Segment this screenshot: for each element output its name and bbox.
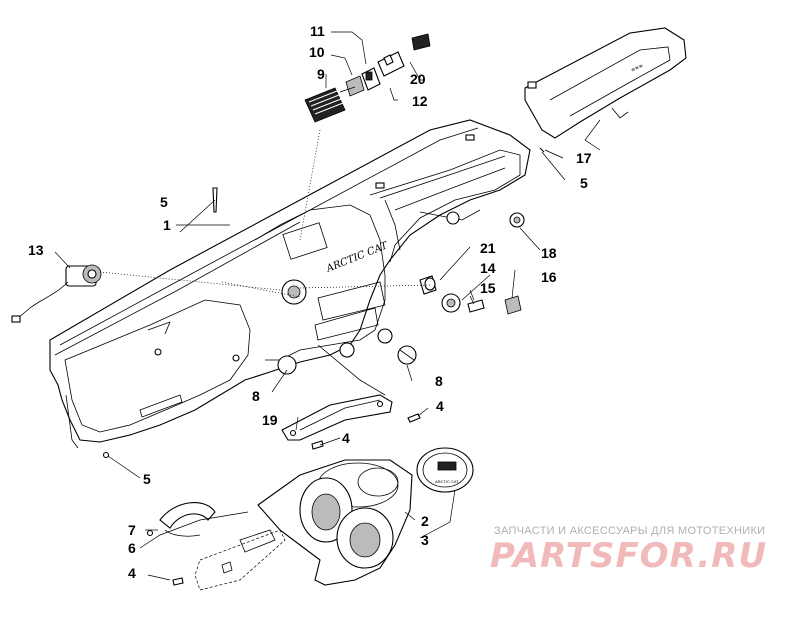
bracket [281, 344, 393, 441]
callout-13: 13 [28, 242, 44, 258]
gauge-pod [257, 459, 413, 586]
top-insert-panel: ≋≋≋ [524, 27, 687, 139]
callout-16: 16 [541, 269, 557, 285]
leader-lines [54, 31, 601, 581]
callout-18: 18 [541, 245, 557, 261]
callout-21: 21 [480, 240, 496, 256]
switch-parts-top [304, 33, 431, 123]
callout-5: 5 [160, 194, 168, 210]
ignition-switch [11, 264, 102, 323]
watermark-logo: PARTSFOR.RU [490, 536, 768, 576]
callout-10: 10 [309, 44, 325, 60]
callout-3: 3 [421, 532, 429, 548]
callout-20: 20 [410, 71, 426, 87]
callout-4: 4 [436, 398, 444, 414]
callout-4-c: 4 [128, 565, 136, 581]
callout-7: 7 [128, 522, 136, 538]
callout-14: 14 [480, 260, 496, 276]
callout-9: 9 [317, 66, 325, 82]
insert-logo-marks: ≋≋≋ [630, 63, 644, 74]
callout-11: 11 [310, 23, 325, 39]
watermark-tagline: ЗАПЧАСТИ И АКСЕССУАРЫ ДЛЯ МОТОТЕХНИКИ [494, 525, 766, 537]
callout-1: 1 [163, 217, 171, 233]
callout-19: 19 [262, 412, 278, 428]
callout-8-b: 8 [252, 388, 260, 404]
callout-15: 15 [480, 280, 496, 296]
plugs-8 [397, 345, 417, 365]
callout-2: 2 [421, 513, 429, 529]
gauge-logo-text: ARCTIC CAT [435, 479, 459, 484]
right-small-parts [419, 212, 525, 315]
callout-5-b: 5 [580, 175, 588, 191]
speedometer-gauge: ARCTIC CAT [416, 447, 474, 493]
callout-numbers: 1 2 3 4 4 4 5 5 5 6 7 8 8 9 10 11 12 13 … [28, 23, 592, 581]
callout-6: 6 [128, 540, 136, 556]
dash-panel: ARCTIC CAT [49, 119, 531, 449]
lower-bezel [159, 502, 286, 591]
screws [102, 147, 545, 586]
callout-8: 8 [435, 373, 443, 389]
callout-17: 17 [576, 150, 592, 166]
callout-4-b: 4 [342, 430, 350, 446]
callout-5-c: 5 [143, 471, 151, 487]
callout-12: 12 [412, 93, 428, 109]
